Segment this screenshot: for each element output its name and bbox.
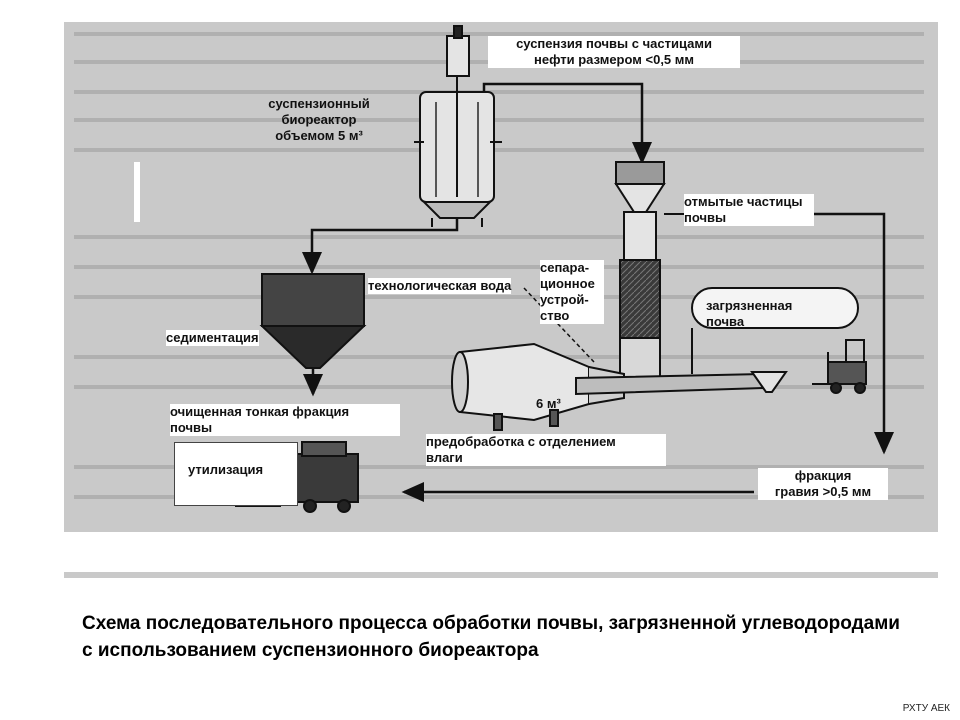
utilization-label: утилизация [188, 462, 264, 477]
contaminated-soil-label: загрязненная почва [706, 298, 793, 329]
tech-water-line [523, 287, 595, 363]
utilization-unit-icon [235, 441, 359, 513]
suspension-label: суспензия почвы с частицами нефти размер… [488, 36, 740, 68]
bioreactor-label: суспензионный биореактор объемом 5 м³ [268, 96, 370, 143]
conveyor-icon [575, 372, 765, 396]
figure-caption: Схема последовательного процесса обработ… [82, 613, 900, 661]
white-mask-bottom [64, 532, 938, 572]
utilization-box [174, 442, 298, 506]
bioreactor-icon [414, 25, 502, 227]
bioreactor-outflow-pipe [302, 218, 459, 275]
sedimentation-tank-icon [259, 273, 367, 369]
gravel-fraction-label: фракция гравия >0,5 мм [758, 468, 888, 500]
pretreatment-drum-icon [451, 342, 625, 431]
drum-volume-label: 6 м³ [536, 396, 561, 411]
sedimentation-label: седиментация [166, 330, 259, 346]
pretreatment-label: предобработка с отделением влаги [426, 434, 666, 466]
contaminated-soil-tank-icon [691, 287, 859, 374]
footer-mark: РХТУ АЕК [902, 703, 950, 714]
white-mask-left [134, 162, 140, 222]
suspension-pipe [482, 82, 652, 165]
process-diagram: суспензионный биореактор объемом 5 м³ су… [64, 22, 938, 578]
separator-label: сепара- ционное устрой- ство [540, 260, 604, 324]
tech-water-label: технологическая вода [368, 278, 512, 294]
gravel-line [724, 212, 894, 455]
forklift-icon [812, 339, 867, 394]
fine-fraction-label: очищенная тонкая фракция почвы [170, 404, 400, 436]
hopper-icon [750, 371, 788, 393]
separator-tower-icon [614, 161, 666, 385]
washed-particles-label: отмытые частицы почвы [684, 194, 814, 226]
